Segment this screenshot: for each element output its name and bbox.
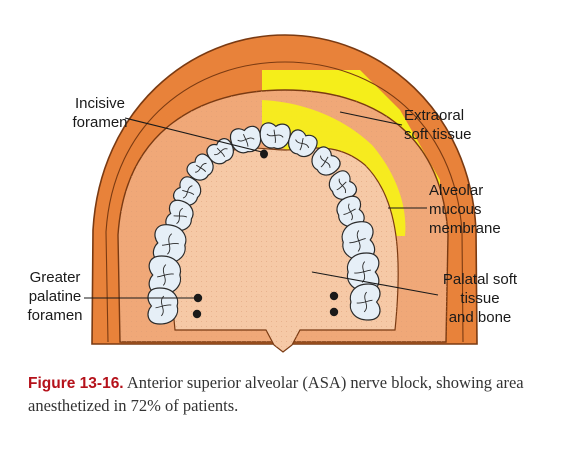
tooth: [349, 283, 381, 321]
label-incisive-foramen: Incisive foramen: [72, 95, 128, 131]
greater-palatine-foramen-left-upper: [193, 293, 203, 303]
tooth: [287, 129, 318, 158]
tooth: [206, 138, 234, 165]
figure-caption: Figure 13-16. Anterior superior alveolar…: [28, 372, 558, 417]
maxillary-arch-diagram: [84, 34, 478, 353]
tooth: [148, 255, 182, 295]
greater-palatine-foramen-right-upper: [329, 291, 339, 301]
tooth: [341, 221, 376, 261]
tooth: [186, 153, 214, 181]
tooth: [165, 199, 194, 232]
leader-extraoral-soft-tissue: [339, 111, 403, 126]
tooth: [147, 287, 179, 325]
label-extraoral-soft-tissue: Extraoral soft tissue: [404, 107, 472, 143]
incisive-foramen-marker: [260, 149, 268, 159]
label-greater-palatine-foramen: Greater palatine foramen: [27, 269, 83, 324]
tooth: [152, 224, 187, 264]
teeth-group: [147, 122, 381, 325]
caption-text: Anterior superior alveolar (ASA) nerve b…: [28, 373, 524, 415]
figure-number: Figure 13-16.: [28, 375, 124, 392]
tooth: [328, 170, 357, 200]
greater-palatine-foramen-right-lower: [329, 307, 339, 317]
label-alveolar-mucous-membrane: Alveolar mucous membrane: [429, 182, 501, 237]
label-palatal-soft-tissue-and-bone: Palatal soft tissue and bone: [442, 271, 518, 326]
tooth: [311, 146, 341, 176]
tooth: [259, 122, 291, 150]
leader-palatal-soft-tissue: [311, 271, 439, 296]
leader-incisive-foramen: [124, 117, 263, 153]
greater-palatine-foramen-left-lower: [192, 309, 202, 319]
tooth: [173, 176, 202, 206]
